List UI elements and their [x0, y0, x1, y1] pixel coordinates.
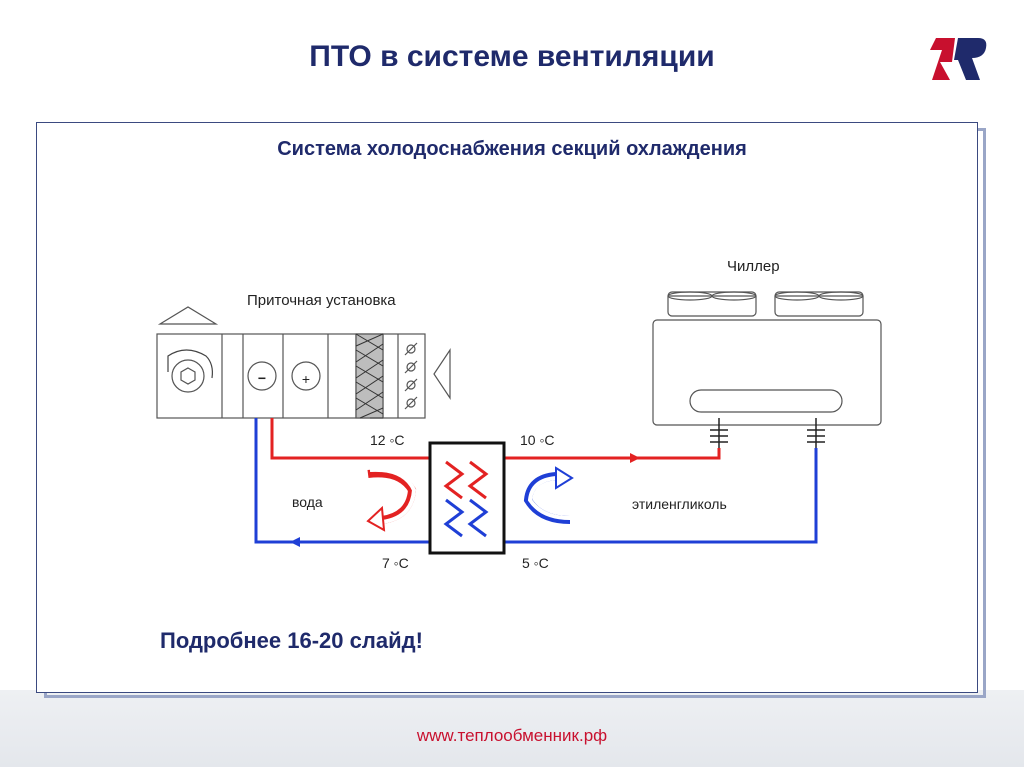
glycol-label: этиленгликоль: [632, 496, 727, 512]
fan-icon: [667, 291, 757, 317]
flow-arrow-icon: [290, 537, 300, 547]
hot-loop: [270, 418, 721, 463]
connector-icon: [710, 418, 728, 452]
circular-arrow-icon: [366, 467, 417, 532]
heating-coil-icon: [291, 361, 321, 391]
plus-symbol: +: [302, 371, 310, 387]
footer-note: Подробнее 16-20 слайд!: [160, 628, 423, 653]
website-link[interactable]: www.теплообменник.рф: [416, 726, 608, 745]
temp-label-10: 10 ◦С: [520, 432, 555, 448]
logo-icon: [930, 38, 987, 80]
temp-label-5: 5 ◦С: [522, 555, 549, 571]
minus-symbol: −: [258, 370, 266, 386]
damper-icon: [404, 342, 418, 410]
connector-icon: [807, 418, 825, 452]
supply-unit-body: [156, 333, 426, 419]
fan-icon: [774, 291, 864, 317]
flow-arrow-icon: [630, 453, 640, 463]
air-intake-arrow-icon: [433, 348, 451, 400]
heat-exchanger-icon: [428, 441, 506, 555]
evaporator: [689, 389, 843, 413]
bottom-band: [0, 690, 1024, 767]
cold-loop: [254, 418, 818, 547]
filter-icon: [355, 333, 384, 419]
chiller: [652, 291, 882, 452]
circular-arrow-icon: [523, 466, 574, 524]
supply-unit-label: Приточная установка: [247, 292, 396, 309]
water-label: вода: [292, 494, 323, 510]
temp-label-12: 12 ◦С: [370, 432, 405, 448]
air-inlet-roof-icon: [157, 306, 219, 325]
fan-icon: [167, 349, 213, 393]
temp-label-7: 7 ◦С: [382, 555, 409, 571]
chiller-label: Чиллер: [727, 258, 780, 275]
cooling-coil-icon: [247, 361, 277, 391]
supply-unit: [156, 306, 451, 419]
diagram-title: Система холодоснабжения секций охлаждени…: [277, 138, 747, 160]
slide-title: ПТО в системе вентиляции: [309, 40, 715, 73]
